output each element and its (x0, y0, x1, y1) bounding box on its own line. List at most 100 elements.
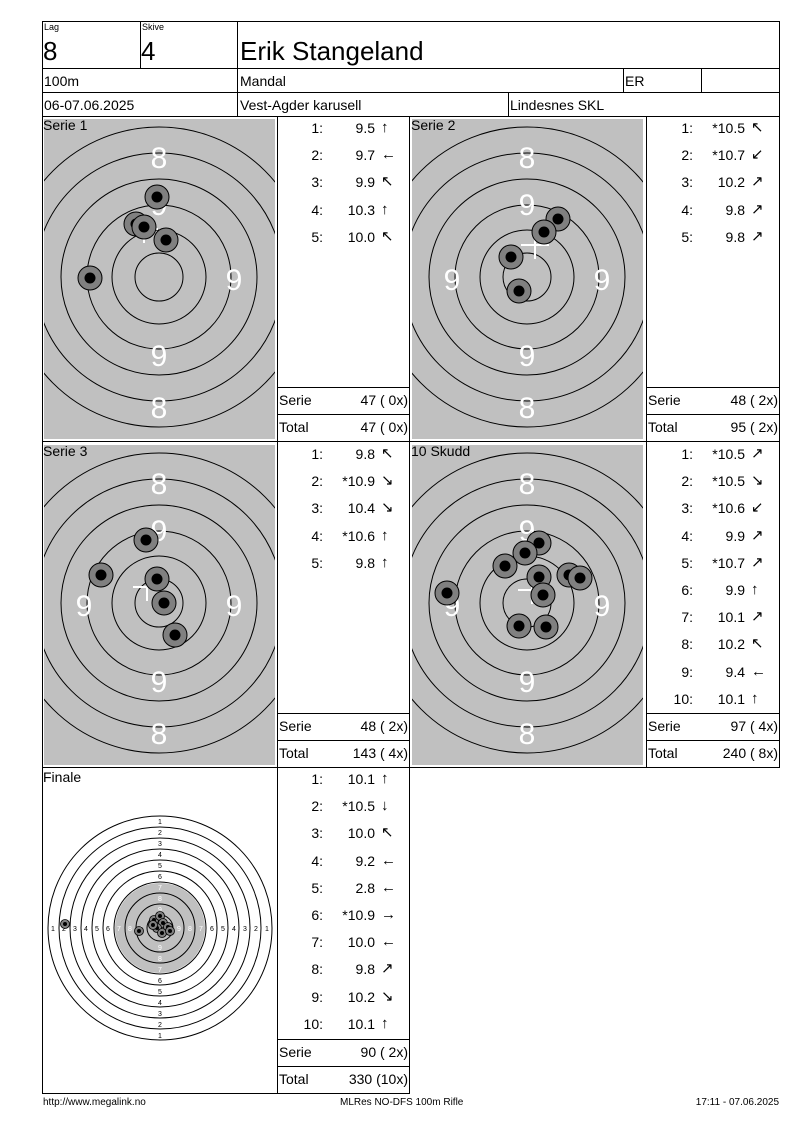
total-value: 143 ( 4x) (352, 745, 408, 761)
shot-hole-center (161, 921, 165, 925)
ring-number: 9 (519, 340, 536, 373)
shot-direction-arrow: ↘ (751, 472, 764, 490)
shot-score: 10.0 (347, 228, 375, 245)
shot-score: 10.1 (717, 609, 745, 626)
shot-number: 2: (311, 798, 323, 815)
shot-number: 2: (681, 473, 693, 490)
skive-label: Skive (142, 22, 165, 32)
shot-score: 10.2 (347, 988, 375, 1005)
total-label: Total (279, 419, 309, 435)
shot-score: 10.2 (717, 174, 745, 191)
shot-score: 9.5 (355, 120, 375, 136)
shot-number: 5: (681, 554, 693, 571)
shot-number: 4: (311, 201, 323, 218)
shot-score: *10.9 (342, 473, 375, 490)
shot-number: 7: (681, 609, 693, 626)
shot-hole-center (137, 929, 141, 933)
shot-direction-arrow: ↑ (381, 553, 389, 571)
finale-ring-number: 7 (158, 967, 162, 974)
shot-direction-arrow: ↑ (751, 689, 759, 707)
total-label: Total (279, 745, 309, 761)
shot-score: 9.8 (355, 446, 375, 462)
shot-hole-center (533, 571, 545, 583)
ring-number: 8 (151, 142, 168, 175)
shot-hole-center (505, 251, 517, 263)
ring-number: 8 (151, 392, 168, 425)
grid-line (409, 117, 410, 1093)
shot-number: 8: (311, 961, 323, 978)
serie-value: 48 ( 2x) (360, 718, 408, 734)
shot-score: *10.5 (712, 120, 745, 136)
serie-value: 90 ( 2x) (360, 1044, 408, 1060)
target-ring (69, 837, 251, 1019)
shot-score: 2.8 (355, 879, 375, 896)
shot-number: 1: (311, 771, 323, 787)
target-ring (412, 126, 643, 428)
shot-hole-center (540, 621, 552, 633)
shot-hole-center (160, 234, 172, 246)
finale-ring-number: 2 (158, 1022, 162, 1029)
finale-title: Finale (43, 769, 82, 785)
grid-line (42, 117, 43, 1093)
shot-direction-arrow: ← (381, 851, 396, 869)
target-ring (454, 204, 600, 350)
shot-direction-arrow: ↖ (381, 445, 394, 462)
target-ring (44, 478, 275, 728)
finale-ring-number: 4 (158, 1000, 162, 1007)
header-divider (42, 92, 780, 93)
shot-number: 4: (311, 852, 323, 869)
finale-ring-number: 7 (117, 926, 121, 933)
serie-label: Serie (279, 392, 312, 408)
ring-number: 9 (76, 590, 93, 623)
shot-hole-center (499, 560, 511, 572)
shot-direction-arrow: ↑ (381, 200, 389, 218)
shot-number: 3: (681, 500, 693, 517)
event: Vest-Agder karusell (240, 97, 362, 113)
lag-label: Lag (44, 22, 60, 32)
finale-ring-number: 5 (158, 989, 162, 996)
finale-ring-number: 6 (106, 926, 110, 933)
finale-ring-number: 2 (158, 830, 162, 837)
shot-score: 10.3 (347, 201, 375, 218)
target-ring (454, 530, 600, 676)
target-ring (479, 229, 575, 325)
shot-direction-arrow: ↗ (751, 200, 764, 218)
shot-direction-arrow: ↘ (381, 499, 394, 517)
shot-score: 10.1 (347, 771, 375, 787)
ring-number: 9 (519, 189, 536, 222)
shot-number: 5: (311, 228, 323, 245)
finale-ring-number: 1 (265, 926, 269, 933)
shot-hole-center (537, 589, 549, 601)
total-value: 240 ( 8x) (722, 745, 778, 761)
footer-url[interactable]: http://www.megalink.no (43, 1097, 146, 1108)
shot-hole-center (441, 587, 453, 599)
shot-hole-center (513, 285, 525, 297)
shot-direction-arrow: ↗ (751, 227, 764, 245)
shot-direction-arrow: ↙ (751, 499, 764, 517)
shot-hole-center (138, 221, 150, 233)
shot-score: 9.8 (355, 554, 375, 571)
target-ring (58, 826, 262, 1030)
serie-2-title: Serie 2 (411, 117, 456, 133)
grid-line (646, 740, 780, 741)
ring-number: 9 (444, 264, 461, 297)
total-label: Total (279, 1071, 309, 1087)
target-ring (86, 204, 232, 350)
shot-direction-arrow: ↖ (751, 119, 764, 136)
shot-hole-center (84, 272, 96, 284)
shot-direction-arrow: ← (381, 933, 396, 951)
target-ring (80, 848, 240, 1008)
grid-line (277, 1039, 410, 1040)
shooter-name: Erik Stangeland (240, 36, 424, 66)
class: ER (625, 73, 645, 89)
footer-program: MLRes NO-DFS 100m Rifle (340, 1097, 464, 1108)
finale-ring-number: 6 (158, 874, 162, 881)
grid-line (42, 767, 780, 768)
shot-hole-center (95, 569, 107, 581)
shot-hole-center (151, 923, 155, 927)
shot-score: *10.6 (712, 500, 745, 517)
serie-value: 47 ( 0x) (360, 392, 408, 408)
shot-hole-center (158, 914, 162, 918)
distance: 100m (44, 73, 80, 89)
shot-number: 9: (681, 663, 693, 680)
